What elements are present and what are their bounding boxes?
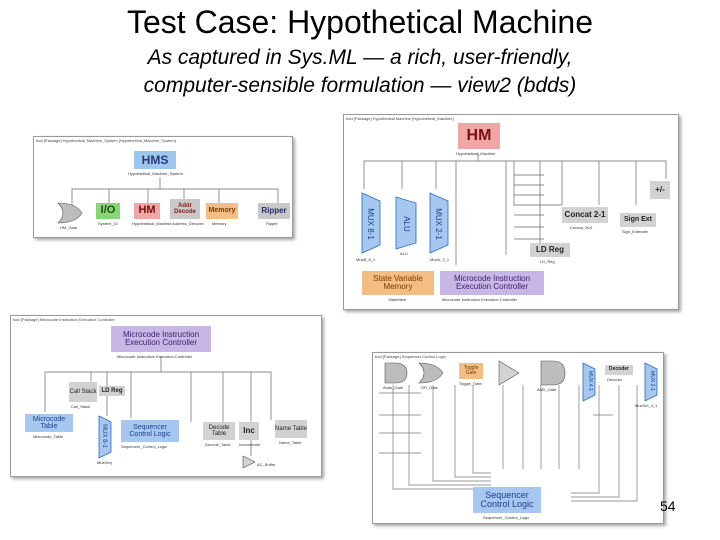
alu-label: ALU [402, 216, 412, 232]
sequencer-root-caption: Sequencer_Control_Logic [483, 515, 530, 520]
hm-caption-5: LD_Reg [540, 259, 555, 264]
mc-ld-reg-block: LD Reg [99, 386, 125, 396]
hm-root-caption: Hypothetical_Machine [456, 151, 496, 156]
hms-caption-5: Ripper [266, 221, 278, 226]
sequencer-diagram-header: bdd [Package] Sequencer Control Logic [375, 354, 446, 359]
inc-block: Inc [239, 422, 259, 440]
state-variable-memory-block: State Variable Memory [362, 271, 434, 295]
seq-caption-5: MuxSel_4_1 [635, 403, 658, 408]
sequencer-root-block: Sequencer Control Logic [473, 487, 541, 513]
hms-caption-4: Memory [212, 221, 227, 226]
hm-diagram-header: bdd [Package] Hypothetical Machine [Hypo… [346, 116, 454, 121]
ands-gate-shape [384, 362, 408, 384]
inverter-shape [498, 360, 520, 386]
sequencer-diagram-panel: bdd [Package] Sequencer Control Logic [372, 352, 664, 524]
sequencer-control-logic-block: Sequencer Control Logic [121, 420, 179, 442]
hm-caption-1: ALU [400, 251, 408, 256]
hm-gate-shape [57, 202, 83, 224]
mc-caption-6: Name_Table [279, 440, 302, 445]
plus-minus-block: +/- [650, 181, 670, 199]
decode-table-block: Decode Table [203, 422, 235, 440]
mux-2-1-label: MUX 2-1 [434, 208, 444, 240]
page-number: 54 [660, 498, 676, 514]
addr-decode-block: Addr Decode [170, 199, 200, 219]
ripper-block: Ripper [258, 203, 290, 219]
subtitle-line-2: computer-sensible formulation — view2 (b… [143, 74, 577, 97]
hm-block: HM [134, 203, 160, 219]
memory-block: Memory [206, 203, 238, 219]
ac-buffer-shape [242, 455, 256, 469]
or-gate-shape [418, 362, 444, 384]
hms-diagram-panel: bdd [Package] Hypothetical_Machine_Syste… [33, 136, 293, 238]
subtitle-line-1: As captured in Sys.ML — a rich, user-fri… [147, 46, 573, 69]
call-stack-block: Call Stack [69, 382, 97, 402]
hm-caption-7: Microcode Instruction Execution Controll… [442, 297, 518, 302]
microcode-table-block: Microcode Table [25, 414, 73, 432]
ld-reg-block: LD Reg [530, 243, 570, 257]
mc-caption-5: Incrementer [239, 442, 261, 447]
hms-root-caption: Hypothetical_Machine_System [128, 171, 183, 176]
seq-caption-3: AND_Gate [537, 387, 557, 392]
hm-caption-4: Sign_Extender [622, 229, 649, 234]
mux-8-1-shape [361, 192, 381, 254]
hms-caption-0: HM_Gate [60, 225, 78, 230]
name-table-block: Name Table [275, 420, 307, 438]
and-gate-shape [540, 360, 566, 386]
microcode-controller-block: Microcode Instruction Execution Controll… [440, 271, 544, 295]
hms-caption-1: System_IO [98, 221, 118, 226]
alu-shape [395, 196, 417, 250]
hms-caption-2: Hypothetical_Machine [132, 221, 172, 226]
seq-caption-2: Toggle_Gate [459, 381, 482, 386]
mc-caption-3: Sequencer_Control_Logic [121, 444, 168, 449]
sequencer-connectors [379, 385, 638, 502]
mux-2-1-shape [429, 192, 449, 254]
concat-2-1-block: Concat 2-1 [562, 207, 608, 223]
seq-caption-4: Decoder [607, 377, 623, 382]
seq-caption-0: Ands_Gate [383, 385, 404, 390]
mux-4-1-label: MUX 4-1 [586, 371, 593, 391]
mux-8-1-label: MUX 8-1 [366, 208, 376, 240]
microcode-root-caption: Microcode Instruction Execution Controll… [117, 354, 193, 359]
seq-caption-1: OR_Gate [421, 385, 438, 390]
mc-mux-shape [98, 415, 112, 459]
toggle-gate-block: Toggle Gate [459, 363, 483, 379]
microcode-diagram-panel: bdd [Package] Microcode Instruction Exec… [10, 315, 322, 477]
mc-caption-4: Decode_Table [205, 442, 231, 447]
sequencer-gates [384, 360, 658, 402]
mux-4-1-shape [582, 362, 596, 402]
hm-root-block: HM [458, 123, 500, 149]
mc-caption-7: AC_Buffer [257, 462, 276, 467]
hm-connectors [363, 153, 667, 265]
slide-subtitle: As captured in Sys.ML — a rich, user-fri… [60, 44, 660, 100]
sign-ext-block: Sign Ext [620, 213, 656, 227]
mc-caption-0: Call_Stack [71, 404, 91, 409]
mc-caption-2: MuxSeq [97, 460, 112, 465]
hms-root-block: HMS [134, 151, 176, 169]
mc-caption-1: Microcode_Table [33, 434, 64, 439]
hm-caption-3: Concat_2to1 [570, 225, 593, 230]
hm-trapezoids [361, 192, 449, 254]
hm-caption-0: MuxB_8_1 [356, 257, 376, 262]
hms-diagram-header: bdd [Package] Hypothetical_Machine_Syste… [36, 138, 176, 143]
hm-caption-2: MuxA_2_1 [430, 257, 450, 262]
io-block: I/O [96, 203, 120, 219]
hm-caption-6: StateMem [388, 297, 407, 302]
slide-title: Test Case: Hypothetical Machine [127, 4, 593, 40]
mux-2-1-seq-shape [644, 362, 658, 402]
microcode-root-block: Microcode Instruction Execution Controll… [111, 326, 211, 352]
mux-2-1-seq-label: MUX 2-1 [648, 371, 655, 391]
decoder-block: Decoder [605, 365, 633, 375]
microcode-diagram-header: bdd [Package] Microcode Instruction Exec… [13, 317, 115, 322]
hm-diagram-panel: bdd [Package] Hypothetical Machine [Hypo… [343, 114, 679, 310]
hms-caption-3: Address_Decoder [172, 221, 205, 226]
